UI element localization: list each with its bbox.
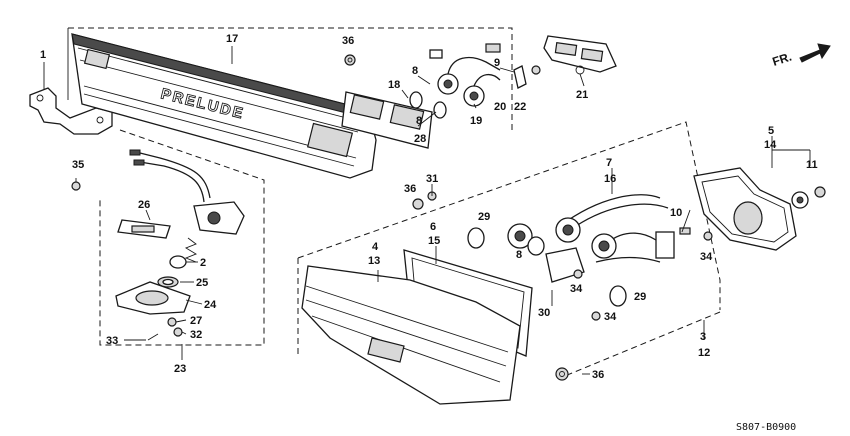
callout-34-b: 34 — [604, 311, 617, 323]
callout-24: 24 — [204, 299, 217, 311]
nut-part-36-lower — [555, 367, 569, 381]
callout-25: 25 — [196, 277, 208, 289]
callout-13: 13 — [368, 255, 380, 267]
nut-part-36-top — [344, 54, 356, 66]
callout-11: 11 — [806, 159, 818, 171]
front-direction-indicator: FR. — [771, 43, 831, 69]
callout-8-top: 8 — [412, 65, 418, 77]
bolt-parts-31-36 — [412, 184, 437, 210]
callout-7: 7 — [606, 157, 612, 169]
callout-16: 16 — [604, 173, 616, 185]
callout-33: 33 — [106, 335, 118, 347]
callout-1: 1 — [40, 49, 46, 61]
callout-23: 23 — [174, 363, 186, 375]
callout-8-mid: 8 — [416, 115, 422, 127]
leader-lines — [124, 46, 811, 375]
callout-36-low: 36 — [592, 369, 604, 381]
callout-5: 5 — [768, 125, 774, 137]
callout-15: 15 — [428, 235, 440, 247]
diagram-code: S807-B0900 — [736, 422, 796, 433]
rear-garnish-part-17: PRELUDE — [71, 33, 377, 179]
light-housing-part-18 — [341, 91, 433, 149]
back-housing-part-5-14 — [693, 167, 797, 251]
high-mount-lamp-part-21 — [543, 35, 617, 75]
front-arrow-icon — [799, 43, 831, 63]
screw-part-35 — [71, 178, 81, 191]
callout-2: 2 — [200, 257, 206, 269]
callout-9: 9 — [494, 57, 500, 69]
license-light-assembly — [115, 149, 245, 341]
callout-32: 32 — [190, 329, 202, 341]
callout-17: 17 — [226, 33, 238, 45]
callout-29-left: 29 — [478, 211, 490, 223]
callout-36-top: 36 — [342, 35, 354, 47]
callout-22: 22 — [514, 101, 526, 113]
callout-3: 3 — [700, 331, 706, 343]
callout-34-c: 34 — [700, 251, 713, 263]
callout-26: 26 — [138, 199, 150, 211]
callout-8-low: 8 — [516, 249, 522, 261]
callout-10: 10 — [670, 207, 682, 219]
callout-6: 6 — [430, 221, 436, 233]
wiring-harness-part-7-16 — [467, 194, 713, 321]
callout-21: 21 — [576, 89, 588, 101]
callout-35: 35 — [72, 159, 84, 171]
front-direction-label: FR. — [771, 50, 794, 69]
callout-34-a: 34 — [570, 283, 583, 295]
upper-sockets — [409, 43, 501, 119]
bracket-part-1 — [29, 62, 113, 135]
callout-27: 27 — [190, 315, 202, 327]
callout-29-low: 29 — [634, 291, 646, 303]
callout-12: 12 — [698, 347, 710, 359]
callout-30: 30 — [538, 307, 550, 319]
callout-14: 14 — [764, 139, 777, 151]
small-bracket-parts-20-22 — [513, 65, 541, 89]
tail-lens-part-4-13 — [301, 265, 521, 405]
callout-31: 31 — [426, 173, 438, 185]
callout-18: 18 — [388, 79, 400, 91]
callout-19: 19 — [470, 115, 482, 127]
callout-36-mid: 36 — [404, 183, 416, 195]
callout-20: 20 — [494, 101, 506, 113]
bulb-socket-part-11 — [791, 186, 826, 209]
callout-labels: 1 17 36 8 18 9 20 22 8 19 28 21 35 26 2 … — [40, 33, 818, 381]
callout-4: 4 — [372, 241, 379, 253]
callout-28: 28 — [414, 133, 426, 145]
